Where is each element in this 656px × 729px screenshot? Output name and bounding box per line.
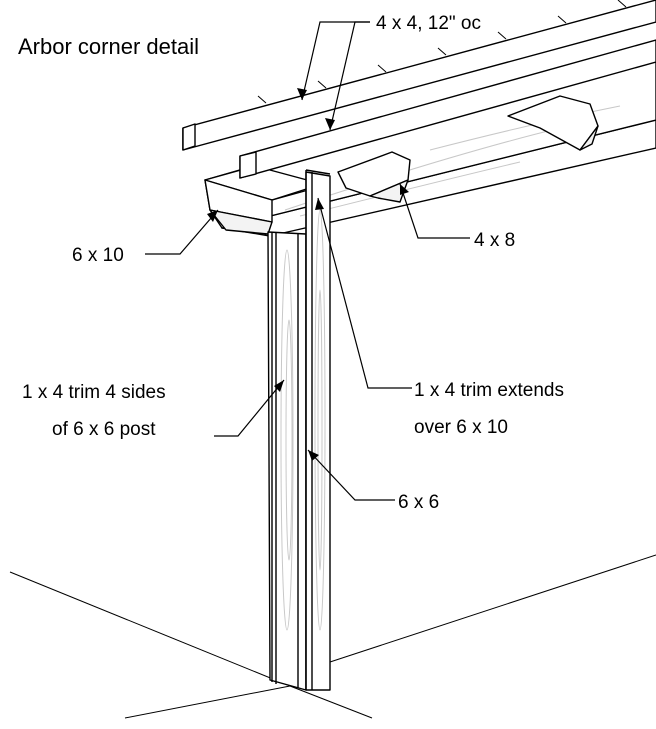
joist-right [507,95,599,151]
rafter-ticks [257,0,627,104]
leader-trim [214,379,285,437]
leader-rafters [297,21,370,131]
joist-left [337,151,411,203]
leader-post [307,449,395,501]
ground-lines [9,554,656,719]
leader-extends [315,197,412,389]
label-trim-line1: 1 x 4 trim 4 sides [22,382,166,403]
drawing-title: Arbor corner detail [18,34,199,59]
label-post: 6 x 6 [398,492,439,513]
label-rafters: 4 x 4, 12" oc [376,13,481,34]
leader-joist [399,183,470,239]
label-extends-line1: 1 x 4 trim extends [414,380,564,401]
label-extends-line2: over 6 x 10 [414,417,508,438]
rafter-front [182,0,656,151]
post-6x6 [267,169,331,691]
label-joist: 4 x 8 [474,230,515,251]
label-trim-line2: of 6 x 6 post [52,419,156,440]
label-beam: 6 x 10 [72,245,124,266]
leader-beam [145,209,219,255]
rafter-back [239,39,656,179]
